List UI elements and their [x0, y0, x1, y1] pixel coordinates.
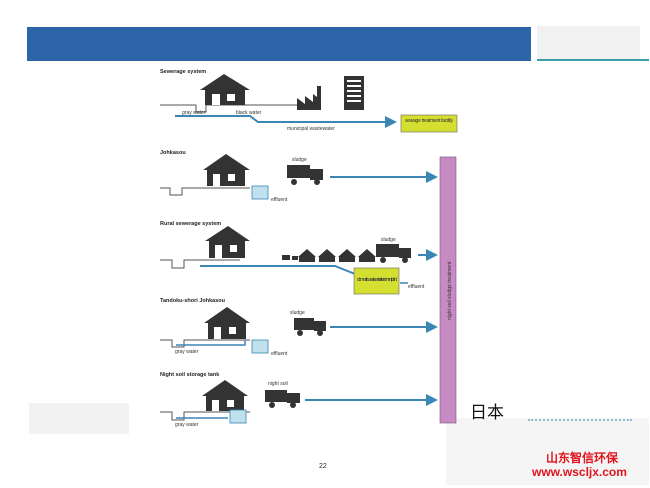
svg-text:sludge: sludge: [290, 310, 305, 316]
country-label: 日本: [470, 403, 504, 423]
house-icon: [200, 74, 250, 90]
section-night-soil-tank: Night soil storage tank gray water night…: [160, 372, 438, 428]
section-tandoku-johkasou: Tandoku-shori Johkasou gray water sludge…: [160, 298, 438, 357]
svg-text:effluent: effluent: [271, 197, 288, 203]
johkasou-tank-icon: [251, 339, 269, 354]
sewage-treatment-box: [400, 114, 458, 133]
section-johkasou: Johkasou sludge effluent: [160, 150, 438, 203]
truck-icon: [294, 318, 314, 330]
svg-text:black water: black water: [236, 110, 262, 116]
sludge-treatment-bar: [439, 156, 457, 424]
section-rural-sewerage: Rural sewerage system sludge domestic wa…: [160, 221, 438, 295]
section-title: Rural sewerage system: [160, 221, 221, 227]
svg-text:effluent: effluent: [271, 351, 288, 357]
page-number: 22: [319, 463, 327, 470]
header-logo-area: [537, 26, 640, 59]
section-title: Night soil storage tank: [160, 372, 220, 378]
watermark-url: www.wscljx.com: [532, 465, 627, 479]
svg-text:gray water: gray water: [175, 422, 199, 428]
svg-text:effluent: effluent: [408, 284, 425, 290]
section-title: Johkasou: [160, 150, 186, 156]
section-title: Tandoku-shori Johkasou: [160, 298, 225, 304]
storage-tank-icon: [229, 409, 247, 424]
svg-text:night soil: night soil: [268, 381, 288, 387]
truck-icon: [287, 165, 310, 178]
house-icon: [204, 307, 250, 323]
svg-text:sludge: sludge: [292, 157, 307, 163]
dotted-divider: [528, 419, 632, 421]
svg-text:gray water: gray water: [175, 349, 199, 355]
svg-text:municipal wastewater: municipal wastewater: [287, 126, 335, 132]
svg-text:sludge: sludge: [381, 237, 396, 243]
section-title: Sewerage system: [160, 69, 206, 75]
svg-text:domestic wastewater treatment: domestic wastewater treatment plant: [357, 277, 398, 283]
house-icon: [205, 226, 250, 241]
header-accent-line: [537, 59, 649, 61]
truck-icon: [376, 244, 399, 257]
factory-icon: [297, 94, 321, 110]
truck-icon: [265, 390, 287, 402]
right-grey-panel: [446, 418, 649, 485]
house-icon: [203, 154, 250, 170]
header-bar: [27, 27, 531, 61]
svg-text:sewage treatment facility: sewage treatment facility: [405, 118, 454, 124]
watermark-company: 山东智信环保: [546, 451, 619, 465]
section-sewerage: Sewerage system gray water black water m…: [160, 69, 458, 133]
johkasou-tank-icon: [251, 185, 269, 200]
domestic-plant-box: [353, 267, 400, 295]
svg-text:gray water: gray water: [182, 110, 206, 116]
left-grey-panel: [29, 403, 129, 434]
vertical-bar-label: night soil sludge treatment: [447, 261, 453, 320]
house-icon: [202, 380, 248, 396]
village-houses-icon: [282, 249, 376, 262]
